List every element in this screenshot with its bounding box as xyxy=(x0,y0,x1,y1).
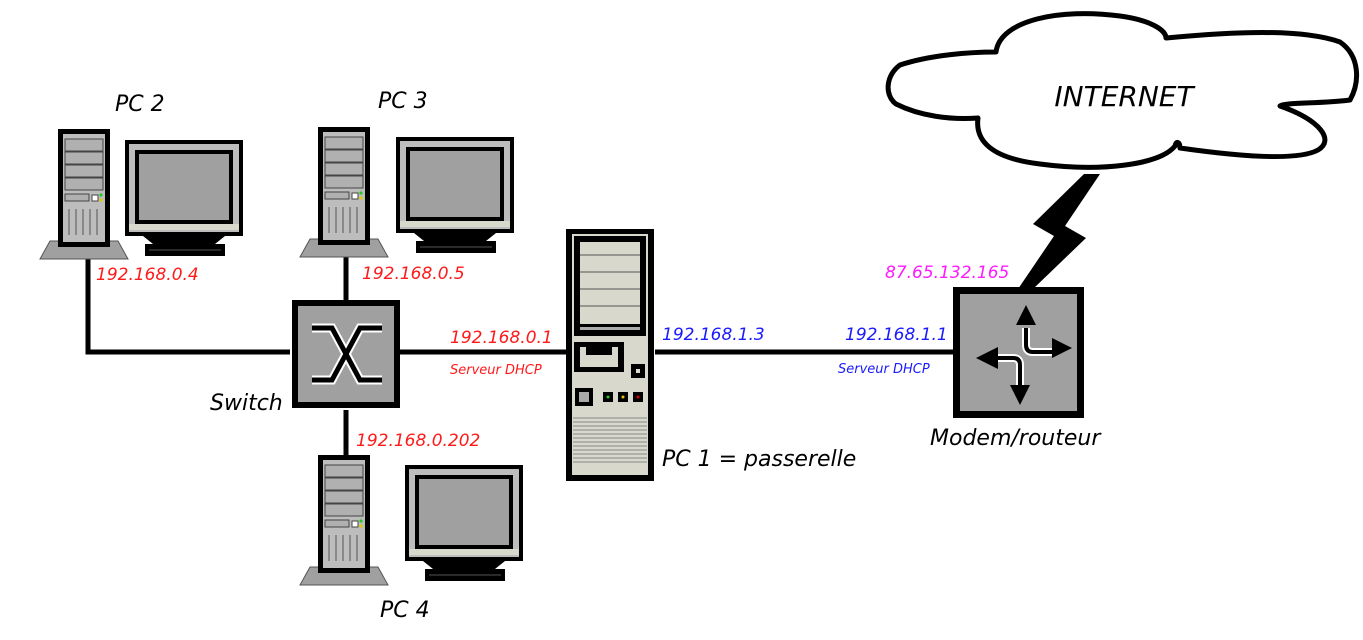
pc4-ip: 192.168.0.202 xyxy=(356,431,480,451)
modem-router: 87.65.132.165 192.168.1.1 Serveur DHCP M… xyxy=(838,263,1102,451)
pc1-lan-ip: 192.168.0.1 xyxy=(450,328,553,348)
cloud-icon xyxy=(885,11,1360,170)
pc4: 192.168.0.202 PC 4 xyxy=(299,431,524,623)
monitor-icon xyxy=(395,136,515,254)
link-pc2-switch xyxy=(85,255,290,355)
pc2: PC 2 192.168.0.4 xyxy=(39,92,244,285)
switch-label: Switch xyxy=(210,391,283,416)
modem-dhcp-role: Serveur DHCP xyxy=(838,362,930,377)
links xyxy=(85,255,957,455)
modem-label: Modem/routeur xyxy=(930,426,1102,451)
server-tower-icon xyxy=(566,229,654,481)
pc3-label: PC 3 xyxy=(378,89,428,114)
switch-icon xyxy=(312,323,382,385)
tower-icon xyxy=(299,454,389,586)
modem-lan-ip: 192.168.1.1 xyxy=(845,325,948,345)
pc2-ip: 192.168.0.4 xyxy=(96,265,199,285)
pc3: PC 3 192.168.0.5 xyxy=(299,89,515,284)
pc1-dhcp-role: Serveur DHCP xyxy=(450,363,542,378)
monitor-icon xyxy=(404,464,524,582)
pc1-wan-ip: 192.168.1.3 xyxy=(662,325,765,345)
internet-cloud: INTERNET xyxy=(885,11,1360,170)
pc1-gateway: 192.168.0.1 Serveur DHCP 192.168.1.3 PC … xyxy=(450,229,856,481)
lightning-bolt-icon xyxy=(1018,174,1100,289)
router-arrows-icon xyxy=(976,305,1072,405)
monitor-icon xyxy=(124,139,244,257)
tower-icon xyxy=(299,126,389,258)
tower-icon xyxy=(39,128,129,260)
pc4-label: PC 4 xyxy=(380,598,430,623)
pc2-label: PC 2 xyxy=(115,92,165,117)
pc3-ip: 192.168.0.5 xyxy=(362,264,465,284)
switch: Switch xyxy=(210,300,400,416)
pc1-label: PC 1 = passerelle xyxy=(662,447,856,472)
modem-wan-ip: 87.65.132.165 xyxy=(885,263,1009,283)
internet-label: INTERNET xyxy=(1054,80,1195,113)
